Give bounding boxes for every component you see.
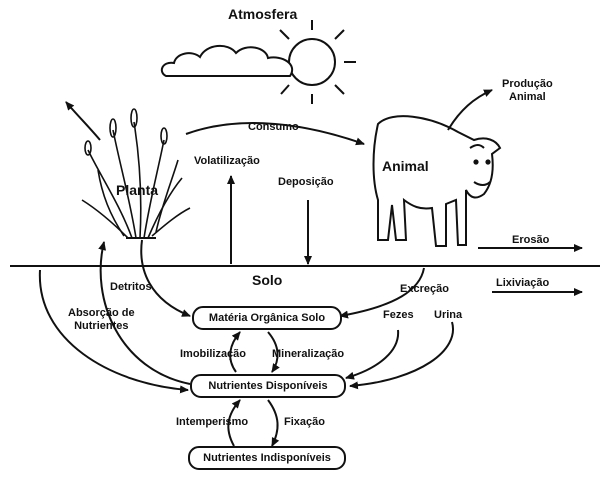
label-urina: Urina — [434, 309, 463, 321]
label-atmosfera: Atmosfera — [228, 6, 298, 22]
label-mineralizacao: Mineralização — [272, 348, 345, 360]
label-absorcao-line2: Nutrientes — [74, 319, 129, 332]
label-producao-line1: Produção — [502, 78, 553, 90]
cow-icon — [372, 115, 502, 247]
label-absorcao-line1: Absorção de — [68, 307, 135, 319]
label-absorcao-nutrientes: Absorção de Nutrientes — [68, 307, 135, 332]
label-planta: Planta — [116, 182, 159, 198]
plant-icon — [81, 108, 191, 239]
label-fixacao: Fixação — [284, 416, 325, 428]
label-deposicao: Deposição — [278, 176, 334, 188]
label-producao-line2: Animal — [509, 90, 546, 103]
label-volatilizacao: Volatilização — [194, 155, 260, 167]
box-nutrientes-indisponiveis: Nutrientes Indisponíveis — [188, 446, 346, 470]
label-fezes: Fezes — [383, 309, 414, 321]
label-detritos: Detritos — [110, 281, 152, 293]
label-solo: Solo — [252, 272, 283, 288]
label-imobilizacao: Imobilização — [180, 348, 247, 360]
label-excrecao: Excreção — [400, 283, 449, 295]
label-lixiviacao: Lixiviação — [496, 277, 550, 289]
cloud-icon — [160, 45, 293, 77]
box-materia-organica-solo: Matéria Orgânica Solo — [192, 306, 342, 330]
box-nutrientes-disponiveis: Nutrientes Disponíveis — [190, 374, 346, 398]
label-producao-animal: Produção Animal — [502, 78, 553, 103]
label-animal: Animal — [382, 158, 429, 174]
sun-icon — [279, 20, 356, 104]
label-consumo: Consumo — [248, 121, 299, 133]
label-intemperismo: Intemperismo — [176, 416, 249, 428]
label-erosao: Erosão — [512, 234, 550, 246]
